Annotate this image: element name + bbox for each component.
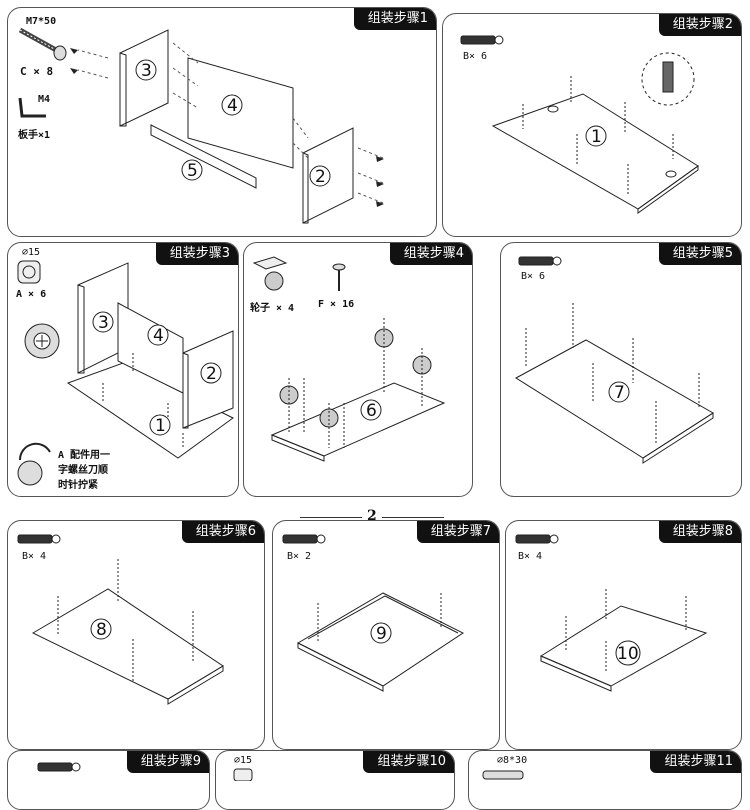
step-10-panel: 组装步骤10 ⌀15 [215,750,455,810]
cam-size-label: ⌀15 [22,247,41,258]
step-9-label: 组装步骤9 [126,751,209,773]
note-line-3: 时针拧紧 [58,480,98,491]
step-6-label: 组装步骤6 [181,521,264,543]
step-5-qty-label: B× 6 [521,271,546,282]
step-6-drawing: 8 [17,534,224,705]
step-2-drawing: 1 [460,35,699,214]
part-num-7: 7 [614,383,625,403]
screw-f-icon [332,263,346,291]
s3-part-num-2: 2 [206,364,217,384]
step-11-label: 组装步骤11 [650,751,741,773]
step-10-cam-size: ⌀15 [234,755,253,766]
note-line-2: 字螺丝刀顺 [58,465,108,476]
page-rule-left [300,517,362,518]
wrench-name-label: M4 [38,94,51,105]
s3-part-num-3: 3 [98,313,109,333]
part-num-4: 4 [227,96,238,116]
screw-f-qty-label: F × 16 [318,299,355,310]
wrench-qty-label: 板手×1 [18,130,51,141]
step-6-qty-label: B× 4 [22,551,47,562]
step-9-dowel-icon [37,762,81,772]
step-11-panel: 组装步骤11 ⌀8*30 [468,750,742,810]
step-1-label: 组装步骤1 [353,8,436,30]
page-number-row: 2 [0,508,750,526]
s3-part-num-4: 4 [153,326,164,346]
step-4-label: 组装步骤4 [389,243,472,265]
step-8-drawing: 10 [515,534,708,692]
panel-1-base [66,362,234,459]
step-6-panel: 组装步骤6 B× 4 8 [7,520,265,750]
cam-lock-icon [17,260,60,359]
part-num-6: 6 [366,401,377,421]
part-num-9: 9 [376,624,387,644]
cam-qty-label: A × 6 [16,289,47,300]
step-6-dowel-icon [17,534,61,544]
step-1-drawing: 3 4 5 2 [18,27,384,224]
step-10-label: 组装步骤10 [363,751,454,773]
panel-5 [150,124,257,189]
screw-name-label: M7*50 [26,16,57,27]
step-7-panel: 组装步骤7 B× 2 9 [272,520,500,750]
step-11-drawing [482,770,524,780]
step-2-label: 组装步骤2 [658,14,741,36]
part-num-8: 8 [96,620,107,640]
step-11-dowel-size: ⌀8*30 [497,755,528,766]
step-4-panel: 组装步骤4 轮子 × 4 F × 16 6 [243,242,473,497]
step-5-label: 组装步骤5 [658,243,741,265]
part-num-1: 1 [591,127,602,147]
step-7-drawing: 9 [282,534,464,692]
dowel-b-icon [460,35,504,45]
step-8-dowel-icon [515,534,559,544]
step-2-panel: 组装步骤2 B× 6 1 [442,13,742,237]
wheel-qty-label: 轮子 × 4 [250,303,295,314]
step-3-label: 组装步骤3 [155,243,238,265]
step-10-drawing [233,768,253,781]
step-5-panel: 组装步骤5 B× 6 7 [500,242,742,497]
step-9-drawing [37,762,81,772]
screw-qty-label: C × 8 [20,65,54,78]
part-num-2: 2 [315,167,326,187]
page-rule-right [382,517,444,518]
panel-8 [31,588,224,700]
step-8-qty-label: B× 4 [518,551,543,562]
step-7-dowel-icon [282,534,326,544]
wrench-icon [18,97,46,118]
note-line-1: A 配件用一 [58,450,111,461]
step-7-qty-label: B× 2 [287,551,312,562]
step-3-drawing: 3 4 2 1 [17,260,234,486]
step-7-label: 组装步骤7 [416,521,499,543]
step-1-panel: 组装步骤1 M7*50 C × 8 M4 板手×1 [7,7,437,237]
step-5-drawing: 7 [515,256,714,464]
part-num-5: 5 [187,161,198,181]
s3-part-num-1: 1 [155,416,166,436]
step-8-label: 组装步骤8 [658,521,741,543]
step-5-dowel-icon [518,256,562,266]
step-3-panel: 组装步骤3 ⌀15 A × 6 A 配件用一 字螺丝刀顺 时针拧紧 [7,242,239,497]
step-8-panel: 组装步骤8 B× 4 10 [505,520,742,750]
panel-4 [187,57,294,169]
step-10-cam-icon [233,768,253,781]
part-num-10: 10 [617,644,639,664]
step-9-panel: 组装步骤9 [7,750,210,810]
caster-wheel-icon [252,256,288,291]
screw-icon [18,27,67,61]
step-4-drawing: 6 [252,256,446,462]
part-num-3: 3 [141,61,152,81]
page-number: 2 [367,508,377,524]
step-2-qty-label: B× 6 [463,51,488,62]
